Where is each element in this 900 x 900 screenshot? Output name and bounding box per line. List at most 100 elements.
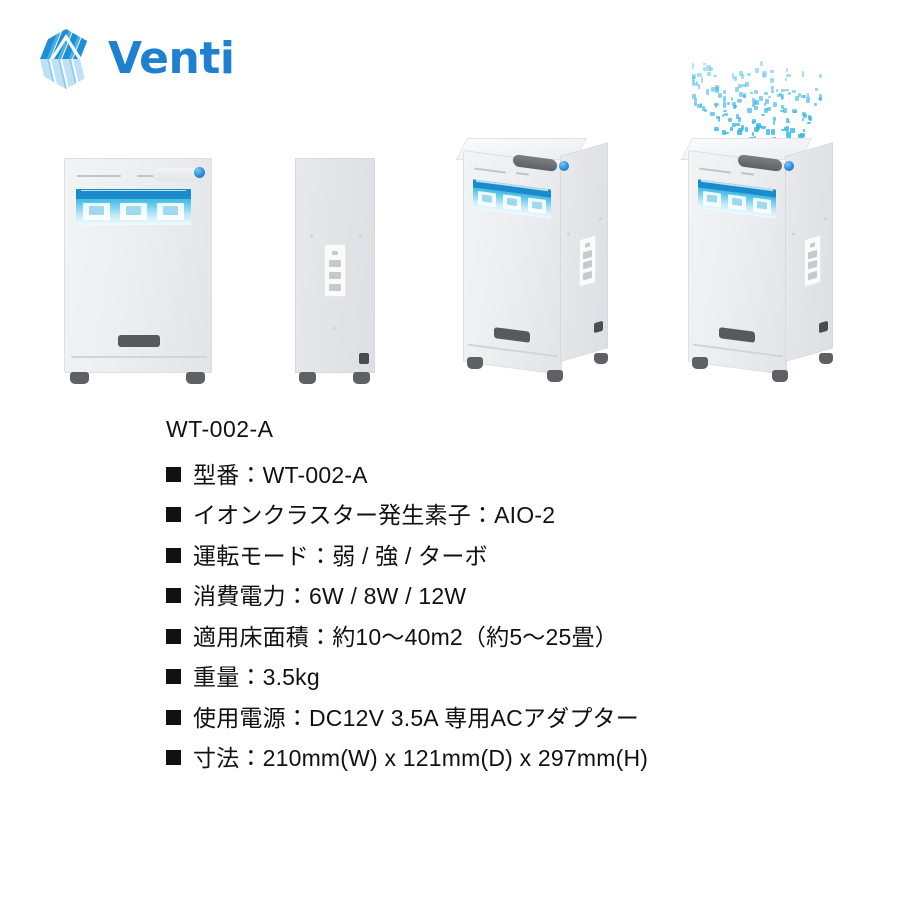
spec-text: 型番：WT-002-A [193, 462, 368, 488]
product-view-side[interactable] [287, 140, 385, 390]
ion-particle [738, 71, 743, 77]
ion-particle [763, 108, 768, 114]
ion-particle [744, 127, 748, 133]
ion-particle [764, 99, 769, 105]
ion-particle [692, 94, 697, 100]
ion-particle [692, 76, 695, 82]
ion-particle [715, 103, 718, 108]
foot-back-right [819, 353, 833, 364]
ion-particle [729, 127, 733, 132]
product-view-angle-ion[interactable] [680, 60, 850, 390]
ion-particle [737, 99, 742, 104]
foot-right [353, 372, 370, 384]
ion-particle [797, 92, 801, 97]
square-bullet-icon [166, 467, 181, 482]
angle-outlet-slot [719, 327, 755, 343]
ion-particle [814, 88, 818, 92]
front-face [64, 158, 212, 373]
ion-particle [759, 60, 763, 66]
mode-mark-low [808, 249, 817, 259]
ion-particle [769, 78, 774, 84]
label-icon-1 [477, 190, 497, 208]
ion-particle [697, 84, 700, 90]
ion-particle [781, 93, 785, 99]
ion-particle [784, 89, 789, 92]
square-bullet-icon [166, 507, 181, 523]
ion-particle [803, 129, 806, 133]
ion-particle [694, 97, 698, 102]
spec-text: 消費電力：6W / 8W / 12W [193, 583, 467, 610]
ion-particle [763, 91, 768, 95]
front-top-handle [153, 168, 201, 181]
ion-particle [694, 101, 698, 106]
ion-particle [799, 133, 805, 138]
angle-spec-label [473, 179, 551, 219]
ion-particle [785, 117, 789, 123]
mode-mark-dot [584, 242, 591, 248]
front-model-text [137, 175, 157, 177]
foot-front-right [772, 370, 788, 382]
ion-particle [751, 132, 754, 137]
angle-brand-text [474, 167, 506, 174]
ion-particle [771, 86, 775, 91]
ion-particle [734, 104, 738, 108]
spec-row: 寸法：210mm(W) x 121mm(D) x 297mm(H) [166, 744, 866, 773]
label-icon-3 [752, 197, 772, 214]
ion-particle [722, 114, 725, 118]
mode-mark-dot [331, 250, 339, 255]
ion-particle [716, 116, 721, 120]
ion-particle [696, 103, 702, 108]
spec-text: イオンクラスター発生素子：AIO-2 [193, 502, 556, 529]
ion-particle [705, 65, 711, 72]
ion-particle [818, 97, 822, 100]
product-view-angle[interactable] [455, 130, 620, 390]
front-spec-label [76, 189, 191, 225]
ion-particle [765, 128, 770, 135]
power-jack [819, 320, 828, 334]
spec-text: 寸法：210mm(W) x 121mm(D) x 297mm(H) [193, 745, 649, 772]
ion-particle [757, 125, 763, 129]
ion-particle [692, 62, 694, 69]
square-bullet-icon [166, 669, 181, 685]
front-brand-text [77, 175, 121, 177]
ion-particle [742, 94, 746, 98]
ion-particle [740, 99, 743, 103]
side-screw-left [310, 234, 313, 237]
angle-side-face [560, 142, 608, 362]
mode-mark-high [329, 271, 341, 279]
spec-row: 型番：WT-002-A [166, 461, 866, 490]
ion-particle [724, 112, 729, 116]
ion-particle [801, 95, 806, 99]
label-icon-3 [527, 197, 547, 214]
foot-front-right [547, 370, 563, 382]
ion-particle [710, 111, 716, 116]
ion-particle [692, 74, 696, 79]
ion-particle [703, 62, 707, 65]
angle-brand-text [699, 167, 731, 174]
power-jack [594, 320, 603, 334]
ion-particle [735, 123, 740, 127]
angle-base-seam [468, 343, 558, 358]
ion-particle [773, 101, 778, 107]
ion-particle [751, 102, 755, 108]
ion-particle [772, 120, 775, 125]
product-view-front[interactable] [58, 140, 218, 390]
ion-particle [753, 99, 759, 105]
ion-emblem-icon [194, 167, 205, 178]
ion-particle [770, 89, 774, 93]
ion-particle [724, 131, 729, 134]
square-bullet-icon [166, 750, 181, 766]
ion-particle [723, 101, 727, 108]
ion-particle [692, 83, 695, 87]
ion-particle [754, 105, 759, 110]
ion-particle [794, 95, 799, 101]
ion-particle [752, 98, 756, 103]
label-header-text [476, 180, 548, 191]
foot-left [299, 372, 316, 384]
label-icon-1 [82, 202, 111, 220]
ion-particle [819, 93, 822, 98]
angle-mode-label [804, 234, 821, 288]
ion-particle [763, 72, 766, 78]
ion-particle [750, 91, 754, 94]
